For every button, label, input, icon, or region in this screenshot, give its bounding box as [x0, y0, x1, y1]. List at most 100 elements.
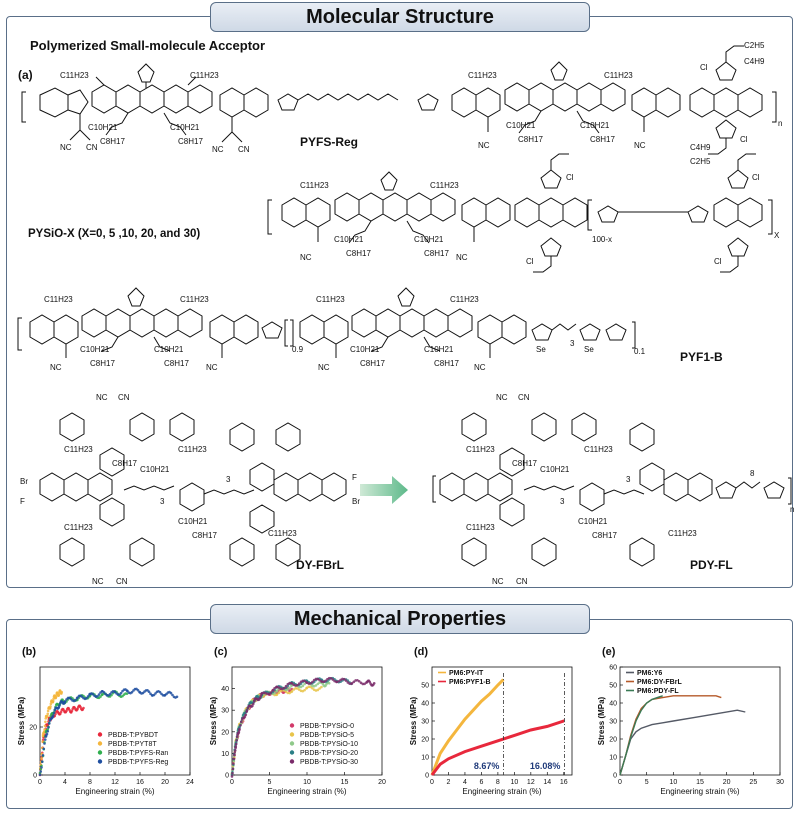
data-point: [49, 705, 52, 708]
data-point: [296, 683, 299, 687]
panel-label: (c): [214, 646, 228, 658]
data-point: [158, 690, 162, 694]
label-c11h23: C11H23: [450, 295, 479, 304]
label-c10h21: C10H21: [578, 517, 608, 526]
data-point: [119, 691, 123, 695]
legend-marker: [97, 741, 103, 746]
legend-label: PBDB-T:PYFS-Reg: [108, 759, 168, 766]
molecule-drawings: C11H23 C11H23 C10H21 C8H17 C10H21 C8H17 …: [17, 41, 794, 586]
label-se: Se: [584, 345, 594, 354]
data-point: [41, 753, 45, 757]
x-tick-label: 20: [723, 779, 731, 786]
label-cl: Cl: [714, 257, 722, 266]
legend-label: PBDB-T:PYSiO-10: [300, 741, 358, 748]
y-axis-label: Stress (MPa): [597, 696, 606, 745]
legend-label: PM6:PDY-FL: [637, 688, 679, 695]
label-c11h23: C11H23: [180, 295, 209, 304]
label-three: 3: [560, 497, 565, 506]
label-c8h17: C8H17: [164, 359, 189, 368]
data-point: [233, 749, 237, 752]
legend-marker: [97, 732, 103, 737]
label-three: 3: [226, 475, 231, 484]
x-axis-label: Engineering strain (%): [462, 787, 541, 796]
y-tick-label: 30: [421, 719, 429, 726]
label-cl: Cl: [566, 173, 574, 182]
label-c8h17: C8H17: [178, 137, 203, 146]
legend-marker: [289, 723, 295, 728]
molecule-name-pyf1-b: PYF1-B: [680, 350, 723, 364]
label-c11h23: C11H23: [604, 71, 633, 80]
data-point: [239, 724, 242, 727]
x-tick-label: 2: [447, 779, 451, 786]
x-axis-label: Engineering strain (%): [660, 787, 739, 796]
data-point: [230, 775, 234, 778]
label-c11h23: C11H23: [60, 71, 89, 80]
y-tick-label: 60: [609, 665, 617, 672]
y-tick-label: 20: [609, 737, 617, 744]
data-point: [43, 738, 47, 741]
x-tick-label: 12: [111, 779, 119, 786]
data-point: [277, 691, 281, 695]
legend-label: PM6:PY-IT: [449, 670, 484, 677]
label-cn: CN: [238, 145, 250, 154]
data-point: [282, 686, 286, 690]
data-point: [244, 713, 248, 717]
y-tick-label: 10: [221, 751, 229, 758]
label-f: F: [20, 497, 25, 506]
legend-label: PBDB-T:PYT8T: [108, 741, 157, 748]
label-c10h21: C10H21: [170, 123, 200, 132]
data-point: [74, 698, 77, 702]
y-tick-label: 10: [421, 755, 429, 762]
data-point: [262, 694, 266, 698]
data-point: [309, 682, 312, 685]
x-tick-label: 16: [136, 779, 144, 786]
y-tick-label: 0: [425, 773, 429, 780]
y-tick-label: 30: [609, 719, 617, 726]
x-tick-label: 4: [463, 779, 467, 786]
data-point: [60, 690, 64, 694]
x-tick-label: 8: [88, 779, 92, 786]
label-nc: NC: [474, 363, 486, 372]
legend-label: PBDB-T:PYBDT: [108, 732, 159, 739]
label-c11h23: C11H23: [668, 529, 697, 538]
label-c10h21: C10H21: [540, 465, 570, 474]
x-tick-label: 8: [496, 779, 500, 786]
x-tick-label: 15: [341, 779, 349, 786]
y-tick-label: 20: [29, 725, 37, 732]
x-tick-label: 0: [230, 779, 234, 786]
data-point: [316, 688, 320, 692]
legend-marker: [289, 759, 295, 764]
data-point: [97, 693, 101, 696]
data-point: [102, 690, 106, 694]
data-point: [42, 747, 46, 751]
label-cn: CN: [118, 393, 130, 402]
data-point: [51, 714, 55, 717]
x-tick-label: 25: [749, 779, 757, 786]
label-c10h21: C10H21: [88, 123, 118, 132]
x-tick-label: 10: [669, 779, 677, 786]
data-point: [320, 685, 323, 689]
data-point: [311, 686, 314, 690]
series-line: [619, 709, 746, 776]
label-nc: NC: [60, 143, 72, 152]
x-tick-label: 10: [303, 779, 311, 786]
legend-marker: [289, 732, 295, 737]
legend-label: PBDB-T:PYSiO-0: [300, 723, 354, 730]
label-nc: NC: [212, 145, 224, 154]
label-c8h17: C8H17: [518, 135, 543, 144]
y-axis-label: Stress (MPa): [209, 696, 218, 745]
label-f: F: [352, 473, 357, 482]
data-point: [39, 770, 43, 773]
pysio-x-structure: [267, 153, 773, 273]
data-point: [350, 682, 354, 685]
data-point: [51, 699, 55, 703]
data-point: [344, 679, 348, 682]
data-point: [232, 762, 235, 765]
label-c11h23: C11H23: [584, 445, 613, 454]
x-axis-label: Engineering strain (%): [75, 787, 154, 796]
label-c11h23: C11H23: [468, 71, 497, 80]
label-c8h17: C8H17: [100, 137, 125, 146]
label-c8h17: C8H17: [360, 359, 385, 368]
data-point: [63, 700, 67, 703]
